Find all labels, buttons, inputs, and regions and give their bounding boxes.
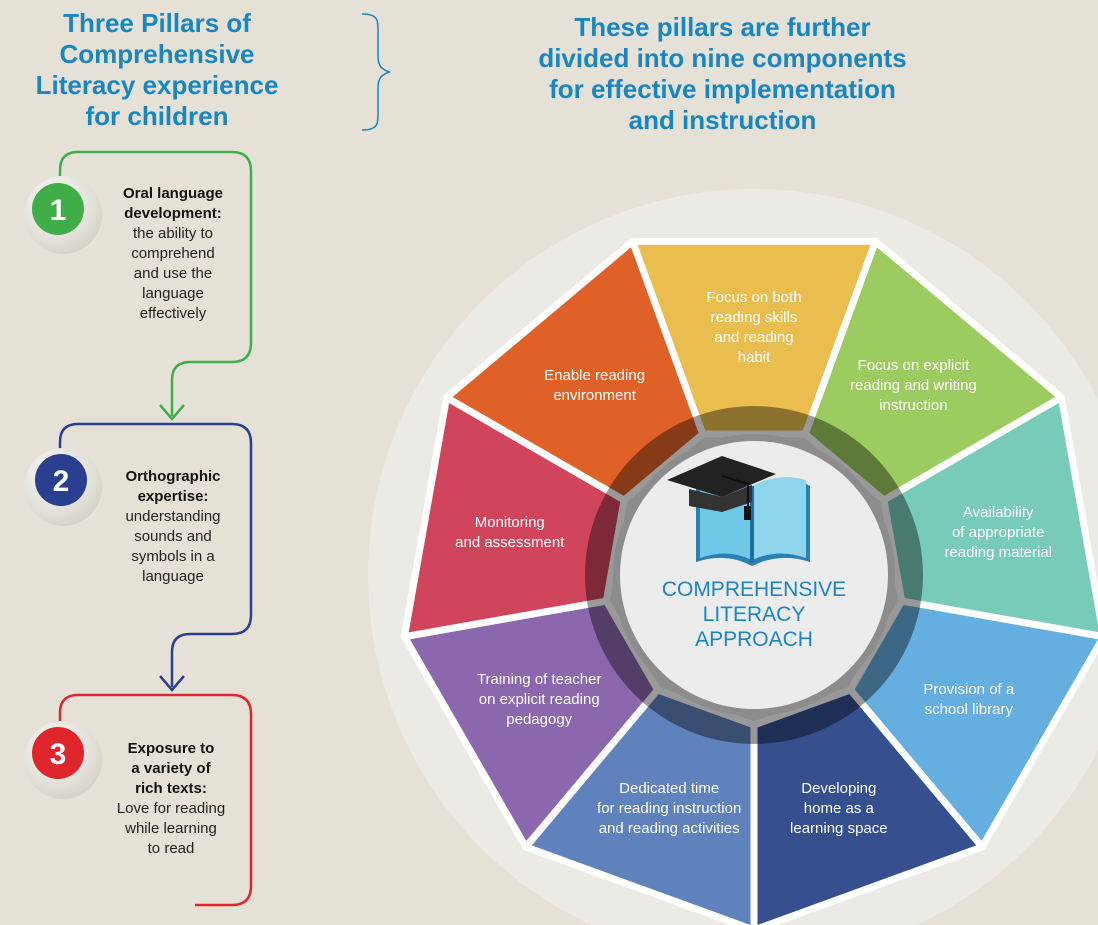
wheel-segment — [750, 686, 986, 925]
pillar-3-desc: Love for reading — [116, 800, 226, 817]
wheel-segment-label: Monitoring and assessment — [455, 514, 565, 551]
wheel-segment-label-line: Focus on both — [706, 289, 801, 306]
pillar-1-arrowhead — [159, 404, 185, 421]
wheel-segment-label: Provision of a school library — [923, 681, 1015, 718]
pillar-3-number: 3 — [50, 738, 67, 771]
pillar-2-desc: understanding — [125, 508, 221, 525]
wheel-segment-label-line: reading material — [944, 544, 1052, 561]
pillar-1-badge: 1 — [24, 176, 102, 254]
components-heading-line: These pillars are further — [574, 12, 871, 42]
wheel-hub — [620, 441, 888, 709]
pillar-1-desc: comprehend — [131, 245, 215, 262]
wheel-segment-label-line: and reading — [714, 329, 793, 346]
wheel-segment-label-line: and reading activities — [599, 820, 740, 837]
components-heading-line: divided into nine components — [538, 43, 907, 73]
wheel-segment-label-line: home as a — [804, 800, 875, 817]
pillar-2-title: expertise: — [137, 488, 209, 505]
wheel-segment-label-line: and assessment — [455, 534, 565, 551]
wheel-segment-label-line: learning space — [790, 820, 888, 837]
pillar-2-arrowhead — [159, 675, 185, 692]
center-title-line: LITERACY — [703, 603, 806, 626]
pillar-1-number: 1 — [50, 194, 67, 227]
wheel-segment-label-line: Training of teacher — [477, 671, 602, 688]
components-heading-line: for effective implementation — [549, 74, 896, 104]
wheel-segment-label-line: environment — [553, 387, 636, 404]
wheel-segment-label: Enable reading environment — [544, 367, 645, 404]
components-heading: These pillars are further divided into n… — [500, 12, 945, 136]
pillar-1-desc: and use the — [133, 265, 213, 282]
wheel-segment-label-line: Developing — [801, 780, 876, 797]
pillar-3-desc: while learning — [125, 820, 217, 837]
wheel-segment-label-line: Provision of a — [923, 681, 1015, 698]
pillar-2-desc: language — [142, 568, 204, 585]
wheel-segment-label: Focus on both reading skills and reading ha… — [706, 289, 801, 366]
wheel-segment-label-line: Availability — [963, 504, 1034, 521]
wheel-segment-label-line: Enable reading — [544, 367, 645, 384]
pillar-3-desc: to read — [147, 840, 195, 857]
wheel-segment-label: Focus on explicit reading and writing inst… — [850, 357, 977, 414]
pillar-1-desc: language — [142, 285, 204, 302]
pillar-2-text: Orthographic expertise: understanding so… — [98, 467, 248, 587]
pillar-2-desc: sounds and — [134, 528, 212, 545]
wheel-segment-label-line: Monitoring — [475, 514, 545, 531]
pillar-1-title: development: — [124, 205, 222, 222]
wheel-segment-label-line: Focus on explicit — [858, 357, 971, 374]
pillar-2-desc: symbols in a — [131, 548, 215, 565]
wheel-segment-label: Training of teacher on explicit reading pe… — [477, 671, 602, 728]
wheel-segment-label-line: school library — [925, 701, 1014, 718]
center-title-line: COMPREHENSIVE — [662, 578, 846, 601]
wheel-segment-label-line: pedagogy — [506, 711, 572, 728]
wheel-segment-label-line: habit — [738, 349, 771, 366]
wheel-segment-label-line: on explicit reading — [479, 691, 600, 708]
pillar-1-text: Oral language development: the ability t… — [98, 184, 248, 324]
wheel-segment-label-line: of appropriate — [952, 524, 1045, 541]
wheel-segment-label: Developing home as a learning space — [790, 780, 888, 837]
pillar-3-title: rich texts: — [135, 780, 207, 797]
wheel-segment-label-line: reading and writing — [850, 377, 977, 394]
curly-brace — [361, 13, 391, 131]
pillar-2-connector — [58, 422, 253, 687]
pillar-1-desc: the ability to — [132, 225, 214, 242]
pillars-heading-line: Three Pillars of — [63, 8, 251, 38]
pillar-3-connector — [58, 693, 253, 907]
pillars-heading: Three Pillars of Comprehensive Literacy … — [15, 8, 299, 132]
pillars-heading-line: Comprehensive — [59, 39, 255, 69]
wheel-segment-label: Dedicated time for reading instruction and… — [597, 780, 741, 837]
book-graduation-cap-icon — [667, 456, 810, 566]
pillars-heading-line: Literacy experience — [35, 70, 279, 100]
pillar-3-title: Exposure to — [127, 740, 215, 757]
wheel-segment-label-line: instruction — [879, 397, 947, 414]
pillar-3-badge: 3 — [24, 721, 102, 799]
pillar-3-text: Exposure to a variety of rich texts: Lov… — [96, 739, 246, 859]
center-title-line: APPROACH — [695, 628, 813, 651]
wheel-segment — [880, 394, 1098, 640]
wheel-segment — [443, 237, 707, 504]
pillars-heading-line: for children — [85, 101, 229, 131]
pillar-1-title: Oral language — [122, 185, 224, 202]
pillar-2-badge: 2 — [24, 448, 102, 526]
pillar-3-title: a variety of — [131, 760, 211, 777]
components-heading-line: and instruction — [628, 105, 817, 135]
pillar-2-title: Orthographic — [125, 468, 221, 485]
wheel-segment-label-line: Dedicated time — [619, 780, 719, 797]
wheel-segment-label-line: reading skills — [711, 309, 798, 326]
wheel-segment-label: Availability of appropriate reading materi… — [944, 504, 1052, 561]
pillar-2-number: 2 — [53, 465, 70, 498]
pillar-1-connector — [58, 150, 253, 416]
pillar-1-desc: effectively — [139, 305, 207, 322]
wheel-segment-label-line: for reading instruction — [597, 800, 741, 817]
